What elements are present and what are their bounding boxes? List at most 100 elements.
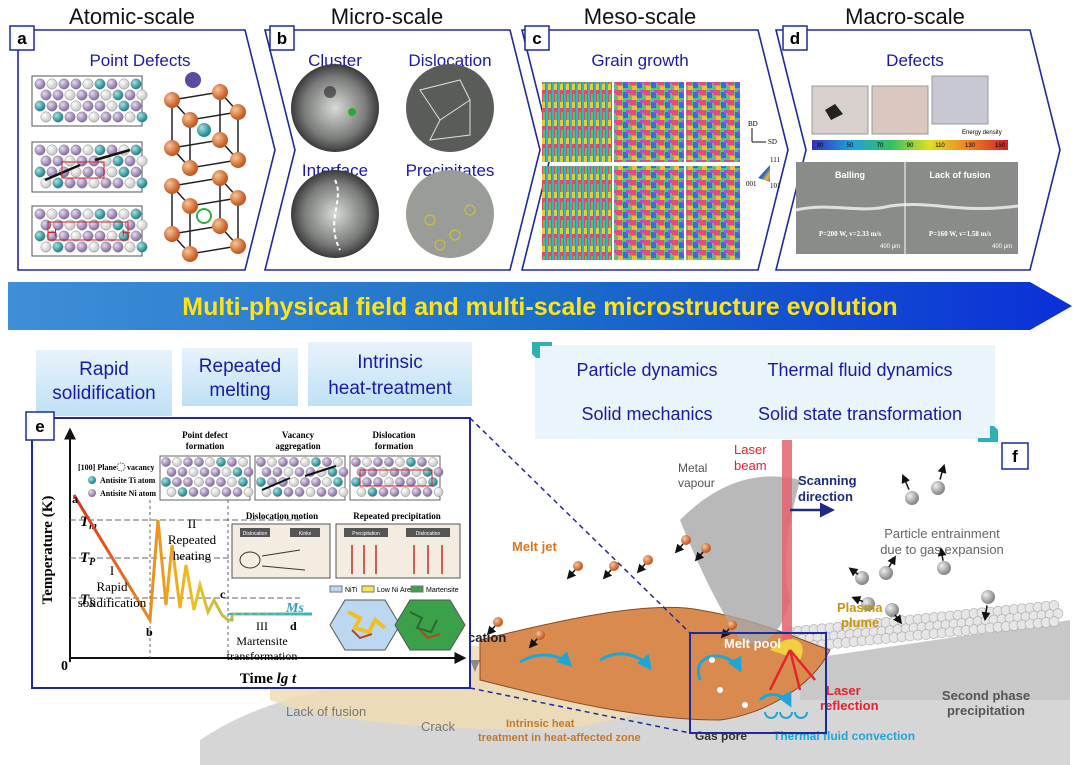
label-crack: Crack [421, 719, 455, 734]
label-melt-jet: Melt jet [512, 539, 557, 554]
inset-atom [384, 477, 394, 487]
panel-e: e Temperature (K) Time lg t 0 Tm TP TS M… [25, 411, 471, 689]
melt-droplet [493, 617, 503, 627]
lattice-atom [94, 166, 106, 178]
lattice-atom [124, 155, 136, 167]
lattice-atom [112, 177, 124, 189]
lattice-atom [52, 89, 64, 101]
inset-atom [367, 467, 378, 477]
lattice-atom [112, 155, 124, 167]
lattice-atom [70, 144, 82, 156]
lattice-atom [136, 89, 148, 101]
point-a: a [72, 492, 78, 506]
entrained-particle [879, 566, 893, 580]
level-Ms: Ms [285, 601, 304, 616]
lattice-atom [58, 100, 70, 112]
droplet-trajectory [636, 563, 647, 574]
melt-droplet [573, 561, 583, 571]
svg-text:Kinks: Kinks [299, 531, 312, 537]
inset-atom [183, 457, 193, 467]
convection-arrows [519, 651, 792, 708]
param-1: P=200 W, v=2.33 m/s [819, 230, 882, 238]
inset-atom [256, 477, 266, 487]
lattice-atom [88, 111, 100, 123]
inset-atom [283, 467, 294, 477]
inset-atom [411, 487, 422, 497]
ebsd-map-2 [614, 82, 684, 162]
tem-cluster-image [291, 64, 379, 152]
inset-atom [433, 487, 444, 497]
inset-atom [367, 487, 378, 497]
physics-box: Particle dynamics Thermal fluid dynamics… [532, 342, 998, 442]
inset-atom [333, 457, 343, 467]
inset-atom [177, 467, 188, 477]
inset-atom [289, 457, 299, 467]
lattice-atom [70, 208, 82, 220]
lattice-atom [34, 144, 46, 156]
lattice-atom [112, 111, 124, 123]
svg-text:NiTi: NiTi [345, 587, 358, 594]
panel-d-heading: Defects [886, 51, 944, 70]
lattice-atom [58, 144, 70, 156]
lattice-row-1 [31, 75, 148, 127]
ebsd-map-4 [542, 166, 612, 260]
inset-atom [183, 477, 193, 487]
lattice-atom [106, 230, 118, 242]
inset-atom [351, 457, 361, 467]
lattice-atom [94, 100, 106, 112]
particle-trajectory [887, 555, 896, 568]
lattice-atom [40, 155, 52, 167]
inset-atom [327, 487, 338, 497]
svg-text:⊣: ⊣ [48, 228, 57, 239]
droplet-trajectory [674, 543, 685, 554]
colorbar-tick: 30 [817, 143, 824, 149]
colorbar-tick: 90 [907, 143, 914, 149]
inset-atom [205, 477, 215, 487]
defect-micrograph-3 [931, 75, 989, 125]
lattice-atom [46, 78, 58, 90]
svg-text:Antisite Ti atom: Antisite Ti atom [100, 476, 156, 485]
particle-trajectory [937, 547, 947, 561]
lattice-atom [88, 89, 100, 101]
lattice-atom [94, 208, 106, 220]
panel-c-letter: c [532, 29, 541, 48]
lattice-atom [46, 208, 58, 220]
inset-atom [333, 477, 343, 487]
lattice-atom [58, 208, 70, 220]
vapour-plume [680, 476, 800, 644]
colorbar-tick: 150 [995, 143, 1006, 149]
svg-text:⊢: ⊢ [122, 228, 131, 239]
lack-of-fusion-label: Lack of fusion [929, 170, 990, 180]
inset-atom [232, 487, 243, 497]
panel-b-letter-box [269, 25, 295, 51]
inset-atom [338, 467, 349, 477]
particle-trajectory [901, 473, 910, 490]
lattice-atom [88, 155, 100, 167]
inset-atom [406, 477, 416, 487]
inset-atom [210, 467, 221, 477]
zoom-connector-top [469, 417, 691, 634]
inset-atom [356, 467, 367, 477]
lattice-atom [94, 144, 106, 156]
lattice-atom [70, 78, 82, 90]
zoom-box [689, 632, 827, 734]
lattice-atom [76, 111, 88, 123]
scale-bar-1: 400 μm [880, 244, 900, 250]
inset-atom [177, 487, 188, 497]
lattice-atom [130, 230, 142, 242]
lattice-atom [34, 100, 46, 112]
entrained-particles [848, 463, 995, 625]
label-cation: cation [468, 630, 506, 645]
ebsd-map-5 [614, 166, 684, 260]
melt-droplet [727, 620, 737, 630]
lattice-atom [130, 78, 142, 90]
colorbar-tick: 50 [847, 143, 854, 149]
inset-atom [322, 457, 332, 467]
lattice-atom [88, 219, 100, 231]
inset-atom [238, 457, 248, 467]
